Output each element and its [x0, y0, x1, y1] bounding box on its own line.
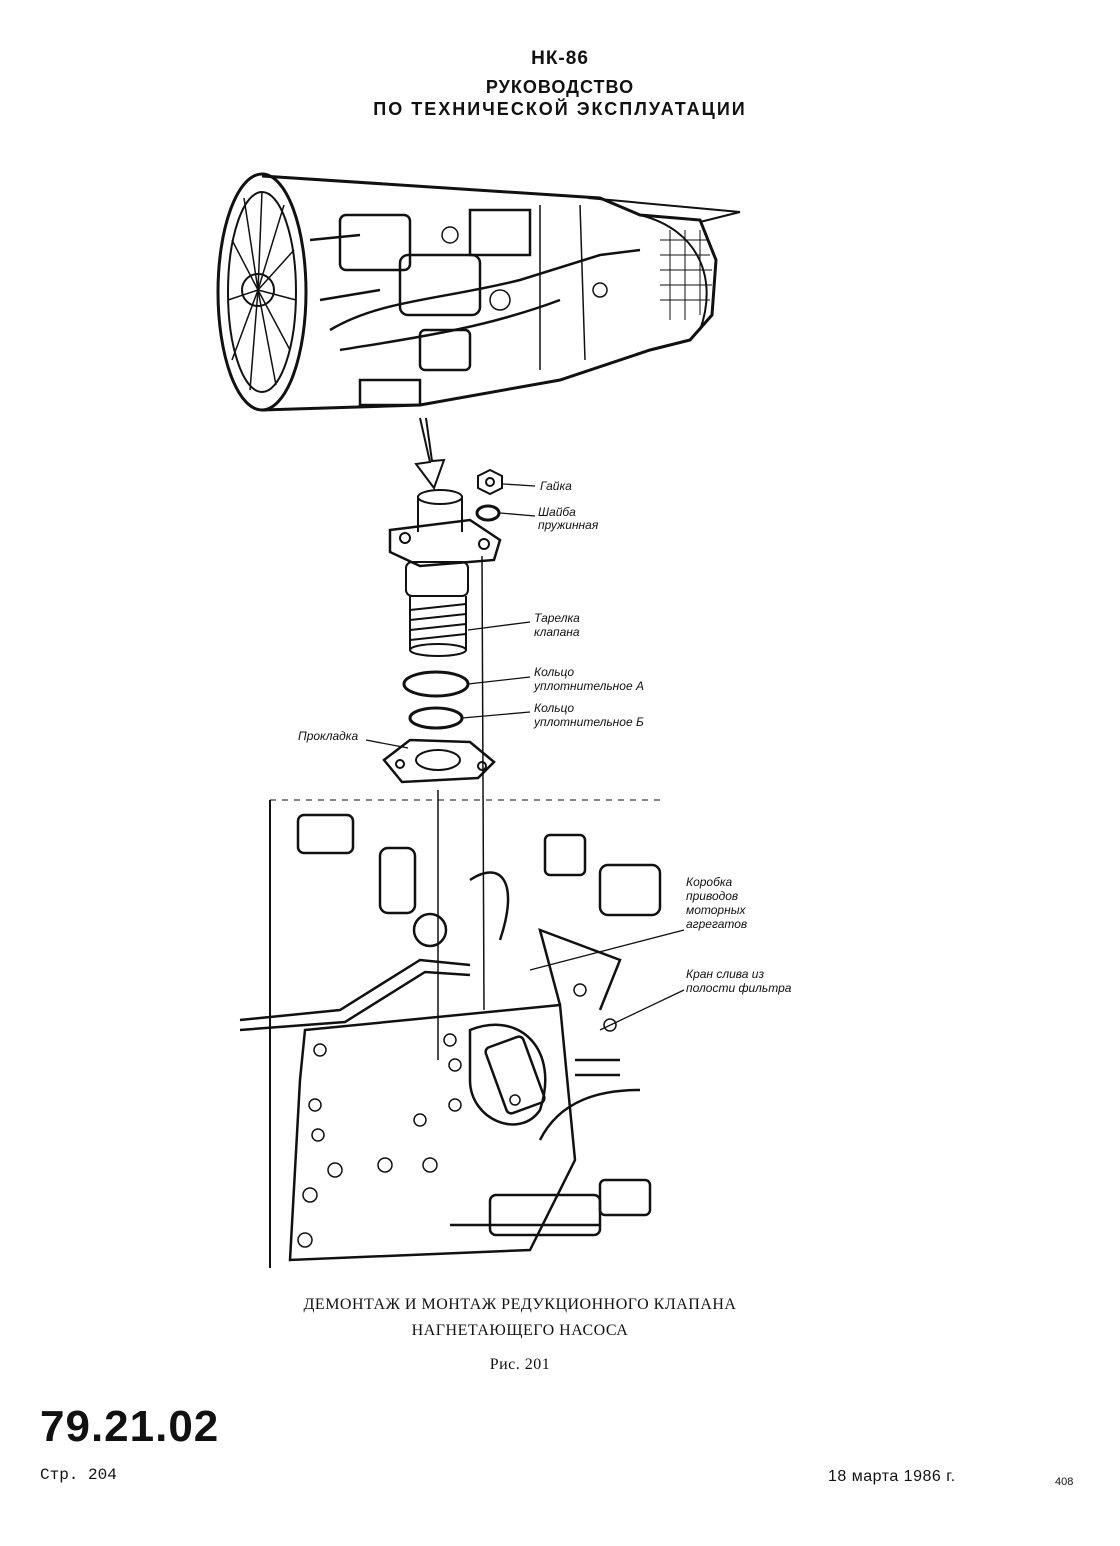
installation-drawing	[239, 799, 665, 1268]
page-number: Стр. 204	[40, 1466, 117, 1484]
valve-assembly-drawing	[382, 468, 503, 1060]
label-gearbox-line3: моторных	[686, 903, 746, 917]
label-spring-washer-line2: пружинная	[538, 518, 599, 532]
label-gearbox-line2: приводов	[686, 889, 739, 903]
exploded-view-illustration	[216, 172, 741, 1268]
label-ring-a-line2: уплотнительное А	[534, 679, 644, 693]
label-nut: Гайка	[540, 479, 572, 493]
label-drain-valve-line1: Кран слива из	[686, 967, 765, 981]
figure-number: Рис. 201	[489, 1356, 551, 1373]
label-gasket: Прокладка	[298, 729, 359, 743]
label-ring-a-line1: Кольцо	[534, 665, 575, 679]
label-drain-valve-line2: полости фильтра	[686, 981, 792, 995]
issue-date: 18 марта 1986 г.	[828, 1468, 956, 1485]
label-ring-b-line2: уплотнительное Б	[534, 715, 644, 729]
label-gearbox-line1: Коробка	[686, 875, 733, 889]
sheet-number: 408	[1055, 1476, 1074, 1488]
engine-drawing	[216, 172, 741, 412]
manual-title-line1: РУКОВОДСТВО	[485, 77, 635, 97]
label-spring-washer-line1: Шайба	[538, 505, 576, 519]
section-code: 79.21.02	[40, 1402, 220, 1451]
caption-line1: ДЕМОНТАЖ И МОНТАЖ РЕДУКЦИОННОГО КЛАПАНА	[303, 1296, 737, 1313]
label-valve-plate-line2: клапана	[534, 625, 580, 639]
label-ring-b-line1: Кольцо	[534, 701, 575, 715]
caption-line2: НАГНЕТАЮЩЕГО НАСОСА	[411, 1322, 629, 1339]
label-valve-plate-line1: Тарелка	[534, 611, 580, 625]
manual-title-line2: ПО ТЕХНИЧЕСКОЙ ЭКСПЛУАТАЦИИ	[373, 99, 747, 119]
label-gearbox-line4: агрегатов	[686, 917, 748, 931]
engine-model: НК-86	[531, 48, 589, 69]
